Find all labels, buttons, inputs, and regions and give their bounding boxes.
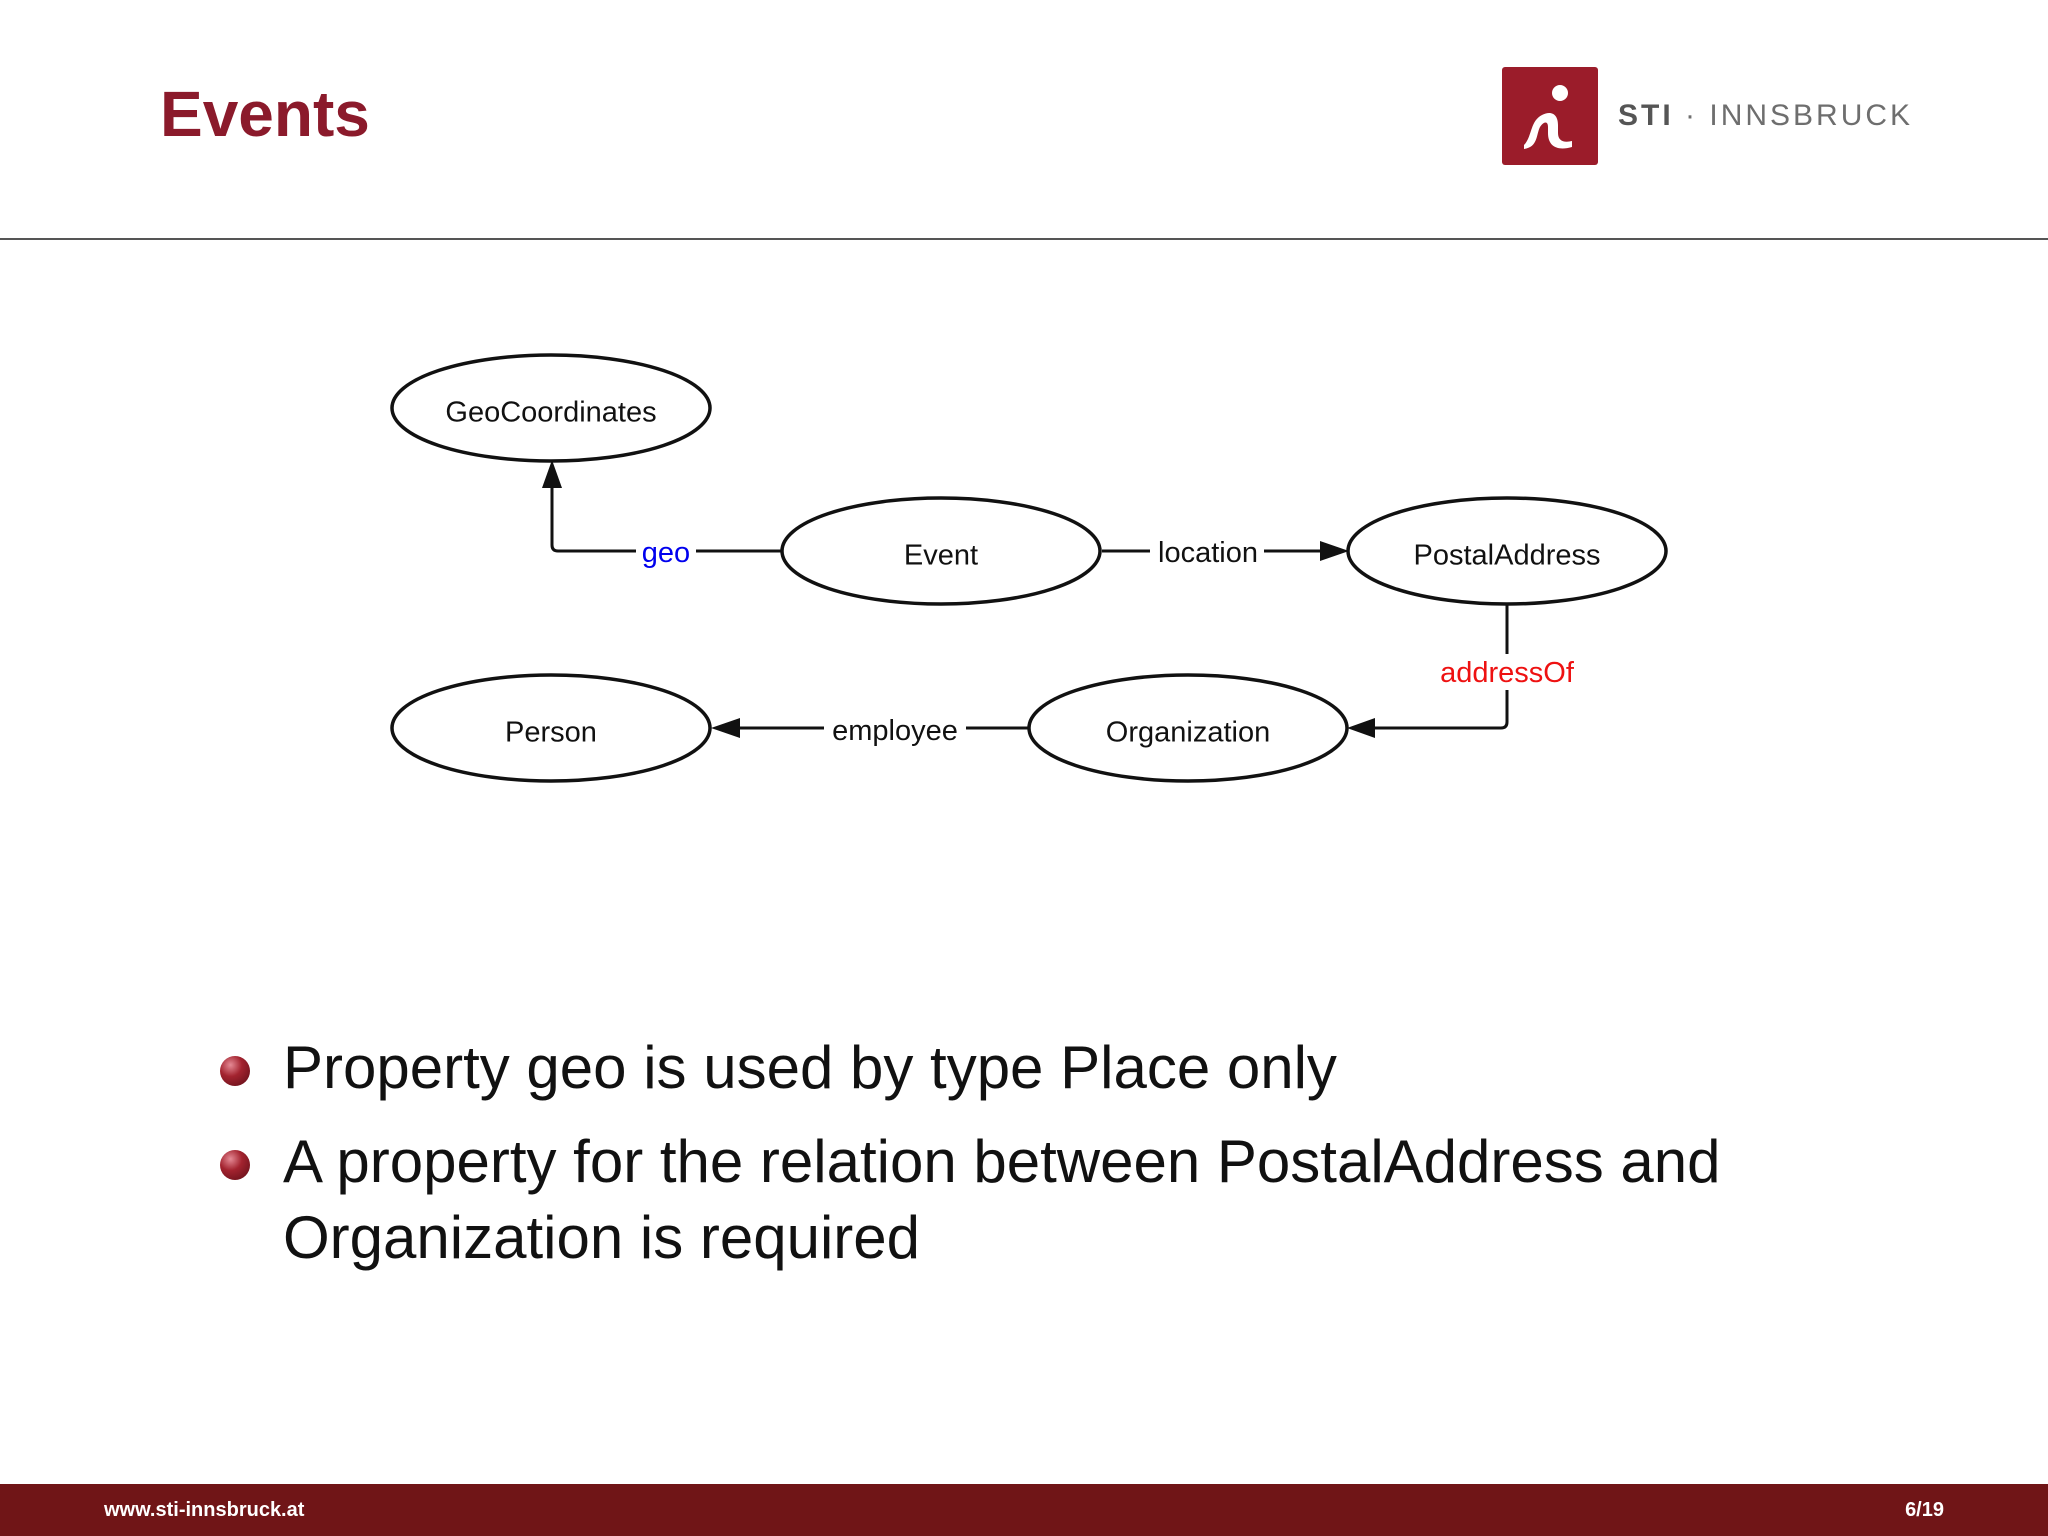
bullet-item: Property geo is used by type Place only	[220, 1030, 1920, 1106]
header-divider	[0, 238, 2048, 240]
bullet-text: Property geo is used by type Place only	[283, 1034, 1337, 1101]
node-postaladdress: PostalAddress	[1346, 496, 1668, 606]
node-label-geocoordinates: GeoCoordinates	[445, 397, 656, 429]
node-label-event: Event	[904, 540, 978, 572]
bullet-text: A property for the relation between Post…	[283, 1128, 1721, 1271]
logo-brand: STI	[1618, 99, 1674, 132]
edge-location: location	[1102, 534, 1349, 569]
bullet-dot-icon	[220, 1056, 250, 1086]
bullet-dot-icon	[220, 1150, 250, 1180]
footer-url: www.sti-innsbruck.at	[104, 1499, 305, 1521]
node-label-postaladdress: PostalAddress	[1414, 540, 1601, 572]
edge-geo: geo	[542, 460, 781, 569]
logo-name: INNSBRUCK	[1709, 99, 1914, 132]
page-number: 6/19	[1905, 1499, 1944, 1521]
bullet-list: Property geo is used by type Place only …	[220, 1030, 1920, 1294]
sti-logo-icon	[1502, 67, 1598, 165]
edge-label-addressof: addressOf	[1440, 657, 1575, 689]
node-person: Person	[390, 673, 712, 783]
bullet-item: A property for the relation between Post…	[220, 1124, 1920, 1276]
edge-employee: employee	[711, 712, 1028, 747]
node-organization: Organization	[1027, 673, 1349, 783]
node-label-person: Person	[505, 717, 597, 749]
edge-label-geo: geo	[642, 537, 690, 569]
logo-separator: ·	[1685, 99, 1699, 132]
footer-bar: www.sti-innsbruck.at 6/19	[0, 1484, 2048, 1536]
node-event: Event	[780, 496, 1102, 606]
edge-addressof: addressOf	[1347, 605, 1580, 738]
slide-title: Events	[160, 78, 370, 150]
node-label-organization: Organization	[1106, 717, 1270, 749]
edge-label-location: location	[1158, 537, 1258, 569]
node-geocoordinates: GeoCoordinates	[390, 353, 712, 463]
edge-label-employee: employee	[832, 715, 958, 747]
logo-wordmark: STI · INNSBRUCK	[1618, 99, 1913, 133]
